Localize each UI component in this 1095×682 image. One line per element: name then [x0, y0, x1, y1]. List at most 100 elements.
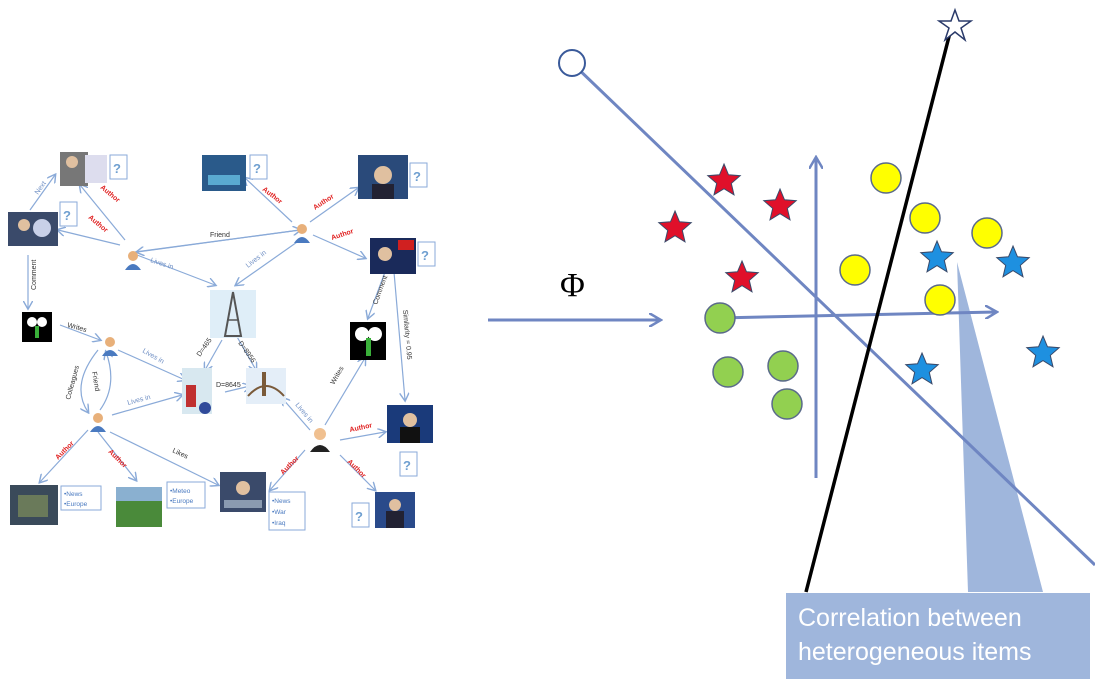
svg-text:?: ?	[253, 161, 261, 176]
edge-label-colleagues: Colleagues	[65, 364, 81, 400]
edge-label-distance-3: D=8645	[216, 382, 241, 389]
green-circle-marker-1	[704, 302, 736, 334]
svg-text:•News: •News	[272, 498, 291, 505]
edge-label-author-8: Author	[279, 455, 300, 476]
svg-text:•War: •War	[272, 509, 287, 516]
edge-label-friend-2: Friend	[90, 371, 100, 392]
red-star-marker-2	[762, 187, 798, 221]
callout-line-2: heterogeneous items	[798, 638, 1032, 666]
svg-text:•Iraq: •Iraq	[272, 520, 286, 527]
edge-label-likes: Likes	[171, 447, 189, 460]
photo-node-nato	[8, 212, 58, 246]
callout-box	[786, 593, 1090, 679]
edge-label-comment-1: Comment	[31, 260, 38, 290]
unknown-box-7: ?	[351, 502, 370, 528]
svg-text:•Meteo: •Meteo	[170, 488, 191, 495]
svg-text:?: ?	[63, 208, 71, 223]
photo-node-city	[10, 485, 58, 525]
tag-box-meteo-europe: •Meteo •Europe	[166, 481, 206, 509]
hollow-circle-marker	[558, 49, 586, 77]
svg-text:?: ?	[421, 248, 429, 263]
photo-node-broadcast	[220, 472, 266, 512]
callout-pointer	[957, 262, 1043, 592]
comment-icon-1	[22, 312, 52, 342]
tag-box-news-war-iraq: •News •War •Iraq	[268, 491, 306, 531]
photo-node-anchor-1	[358, 155, 408, 199]
edge-label-author-6: Author	[349, 422, 373, 434]
edge-label-lives-in-2: Lives in	[245, 249, 268, 269]
person-icon-2	[294, 224, 310, 243]
svg-text:?: ?	[113, 161, 121, 176]
blue-star-marker-2	[995, 244, 1031, 278]
horizontal-axis	[717, 312, 996, 320]
photo-node-politician	[60, 152, 107, 186]
svg-text:•Europe: •Europe	[64, 501, 88, 508]
unknown-box-5: ?	[417, 241, 436, 267]
green-circle-marker-2	[712, 356, 744, 388]
heterogeneous-graph: Friend Lives in Lives in Author Author A…	[8, 152, 436, 531]
yellow-circle-marker-5	[924, 284, 956, 316]
green-circle-marker-3	[767, 350, 799, 382]
feature-space	[558, 7, 1095, 679]
hollow-star-marker	[936, 7, 974, 43]
yellow-circle-marker-3	[971, 217, 1003, 249]
photo-node-newscaster	[375, 492, 415, 528]
edge-label-author-2: Author	[99, 184, 121, 204]
svg-text:?: ?	[403, 458, 411, 473]
unknown-box-4: ?	[409, 162, 428, 188]
correlation-line	[804, 24, 954, 593]
mapping-arrow: Φ	[488, 267, 660, 320]
unknown-box-1: ?	[109, 154, 128, 180]
edge-label-lives-in-5: Lives in	[293, 402, 314, 425]
photo-node-news-channel	[370, 238, 416, 274]
photo-node-anchor-2	[387, 405, 433, 443]
yellow-circle-marker-2	[909, 202, 941, 234]
edge-label-lives-in-1: Lives in	[149, 257, 174, 271]
person-icon-5	[310, 428, 330, 452]
edge-label-author-5: Author	[330, 228, 354, 242]
svg-text:?: ?	[413, 169, 421, 184]
edge-label-comment-2: Comment	[372, 275, 389, 306]
separating-line	[570, 61, 1095, 567]
green-circle-marker-4	[771, 388, 803, 420]
tag-box-news-europe: •News •Europe	[60, 485, 102, 511]
edge-label-similarity: Similarity = 0.95	[401, 310, 412, 361]
svg-text:•News: •News	[64, 491, 83, 498]
callout-text: Correlation between heterogeneous items	[786, 593, 1086, 679]
bridge-icon	[246, 368, 286, 404]
edge-label-author-7: Author	[346, 458, 367, 479]
edge-label-author-9: Author	[54, 440, 75, 461]
yellow-circle-marker-4	[839, 254, 871, 286]
unknown-box-6: ?	[399, 451, 418, 477]
blue-star-marker-4	[904, 351, 940, 385]
london-icon	[182, 368, 212, 414]
person-icon-1	[125, 251, 141, 270]
edge-label-writes-2: Writes	[330, 365, 346, 386]
edge-label-writes-1: Writes	[66, 322, 87, 334]
edge-label-author-4: Author	[312, 193, 335, 212]
photo-node-tv-studio	[202, 155, 246, 191]
edge-label-distance-2: D=8956	[236, 340, 256, 364]
phi-symbol: Φ	[560, 267, 585, 304]
unknown-box-2: ?	[59, 201, 78, 227]
svg-text:?: ?	[355, 509, 363, 524]
edge-label-lives-in-3: Lives in	[141, 348, 165, 366]
comment-icon-2	[350, 322, 386, 360]
unknown-box-3: ?	[249, 154, 268, 180]
yellow-circle-marker-1	[870, 162, 902, 194]
svg-text:•Europe: •Europe	[170, 498, 194, 505]
eiffel-tower-icon	[210, 290, 256, 338]
blue-star-marker-3	[1025, 334, 1061, 368]
photo-node-landscape	[116, 487, 162, 527]
edge-label-distance-1: D=465	[196, 337, 214, 358]
person-icon-4	[90, 413, 106, 432]
edge-label-friend: Friend	[210, 232, 230, 239]
edge-label-author-10: Author	[107, 448, 128, 469]
blue-star-marker-1	[919, 239, 955, 273]
person-icon-3	[102, 337, 118, 356]
callout-line-1: Correlation between	[798, 604, 1022, 632]
red-star-marker-4	[724, 259, 760, 293]
red-star-marker-1	[706, 162, 742, 196]
red-star-marker-3	[657, 209, 693, 243]
